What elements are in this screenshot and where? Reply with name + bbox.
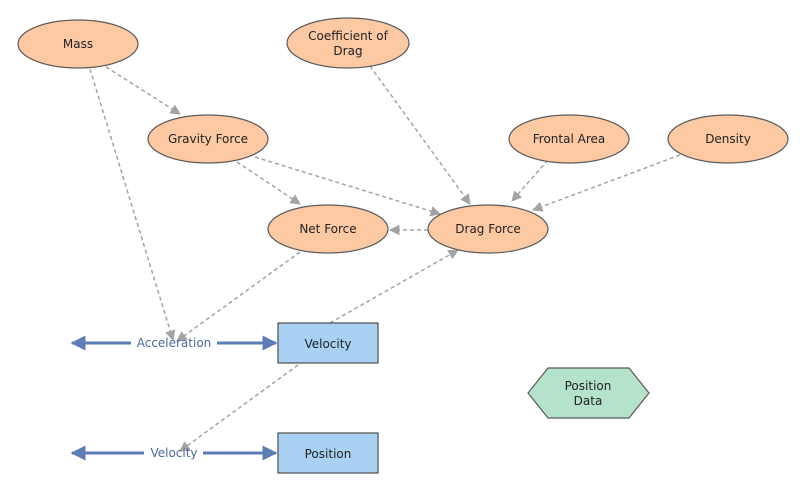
coefficient-of-drag-label-line1: Coefficient of [308,29,388,43]
density-label: Density [705,132,751,146]
density-node[interactable]: Density [667,114,789,164]
drag-force-node[interactable]: Drag Force [427,204,549,254]
link-net-force-to-acceleration[interactable] [176,251,301,342]
frontal-area-label: Frontal Area [533,132,605,146]
net-force-label: Net Force [299,222,356,236]
position-data-label-line1: Position [565,379,612,393]
position-stock[interactable]: Position [277,432,379,474]
link-frontal-area-to-drag-force[interactable] [511,159,549,202]
gravity-force-node[interactable]: Gravity Force [147,114,269,164]
drag-force-label: Drag Force [455,222,520,236]
link-gravity-to-drag-force[interactable] [254,156,442,217]
velocity-flow[interactable]: Velocity [70,445,278,461]
link-mass-to-gravity-force[interactable] [105,66,181,115]
mass-label: Mass [63,37,93,51]
acceleration-flow[interactable]: Acceleration [70,335,278,351]
acceleration-flow-label: Acceleration [137,336,212,350]
link-density-to-drag-force[interactable] [532,154,681,212]
dependency-links [89,65,681,452]
link-coefficient-to-drag-force[interactable] [369,65,471,205]
coefficient-of-drag-node[interactable]: Coefficient of Drag [286,17,410,69]
position-data-label-line2: Data [574,394,603,408]
mass-node[interactable]: Mass [17,19,139,69]
net-force-node[interactable]: Net Force [267,204,389,254]
position-data-node[interactable]: Position Data [527,367,650,419]
frontal-area-node[interactable]: Frontal Area [508,114,630,164]
velocity-stock[interactable]: Velocity [277,322,379,364]
position-stock-label: Position [305,447,352,461]
coefficient-of-drag-label-line2: Drag [333,44,362,58]
gravity-force-label: Gravity Force [168,132,248,146]
link-velocity-to-drag-force[interactable] [329,249,459,324]
link-mass-to-acceleration[interactable] [89,68,176,342]
velocity-flow-label: Velocity [150,446,197,460]
link-velocity-to-velocity-flow[interactable] [179,364,299,452]
velocity-stock-label: Velocity [304,337,351,351]
link-gravity-to-net-force[interactable] [236,161,301,205]
